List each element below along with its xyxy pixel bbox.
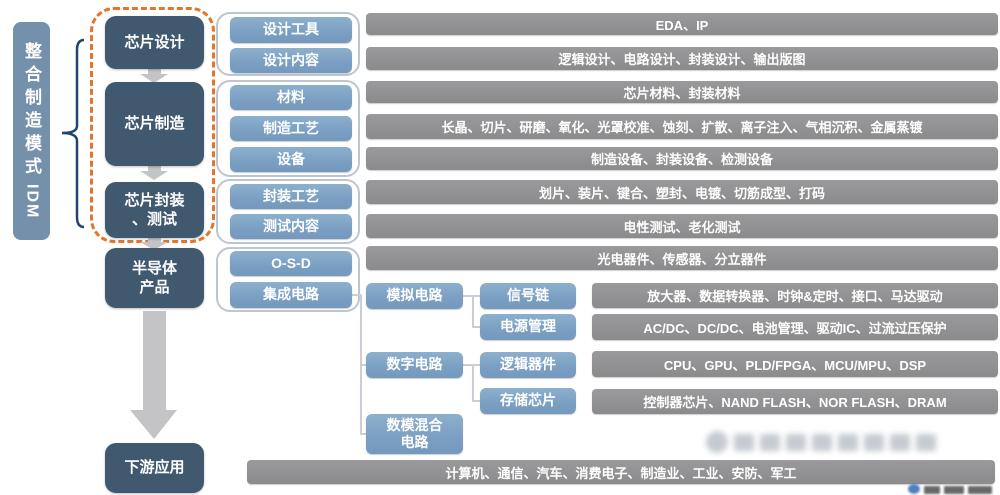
stage-label-line1: 芯片封装	[124, 191, 185, 209]
arrow-design-to-manufacture-shaft	[148, 69, 161, 75]
detail-bar-materials: 芯片材料、封装材料	[366, 81, 998, 103]
stage-box-chip-design: 芯片设计	[105, 16, 204, 69]
watermark-logo-icon	[706, 431, 728, 453]
idm-bracket	[61, 38, 85, 229]
ic-type-label-line2: 电路	[400, 434, 429, 450]
arrow-products-to-downstream-head	[130, 410, 177, 439]
watermark-glyph	[864, 433, 884, 451]
ic-subtype-box-logic-devices: 逻辑器件	[480, 352, 576, 378]
ic-type-box-digital: 数字电路	[366, 352, 463, 378]
detail-bar-downstream: 计算机、通信、汽车、消费电子、制造业、工业、安防、军工	[247, 460, 995, 484]
corner-logo-dot-icon	[908, 484, 920, 494]
stage-label-line1: 半导体	[131, 259, 177, 277]
arrow-products-to-downstream-shaft	[143, 311, 166, 412]
arrow-design-to-manufacture-head	[140, 74, 168, 83]
detail-bar-design-content: 逻辑设计、电路设计、封装设计、输出版图	[366, 47, 998, 70]
watermark-glyph	[734, 433, 754, 451]
idm-acronym: IDM	[23, 184, 41, 220]
stage-label-line2: 产品	[139, 279, 170, 296]
category-box-testing-content: 测试内容	[230, 214, 352, 239]
category-box-osd: O-S-D	[230, 251, 352, 276]
ic-type-label-line1: 数模混合	[386, 416, 443, 433]
stage-box-downstream-applications: 下游应用	[105, 443, 204, 493]
detail-bar-logic: CPU、GPU、PLD/FPGA、MCU/MPU、DSP	[592, 351, 998, 377]
detail-bar-process: 长晶、切片、研磨、氧化、光罩校准、蚀刻、扩散、离子注入、气相沉积、金属蒸镀	[366, 114, 998, 139]
stage-label: 芯片制造	[124, 115, 185, 133]
corner-logo-text-blur	[924, 486, 940, 494]
detail-bar-signal-chain: 放大器、数据转换器、时钟&定时、接口、马达驱动	[592, 283, 998, 308]
ic-subtype-box-memory-chips: 存储芯片	[480, 388, 576, 414]
ic-subtype-box-signal-chain: 信号链	[480, 283, 576, 309]
watermark-glyph	[916, 433, 936, 451]
detail-bar-memory: 控制器芯片、NAND FLASH、NOR FLASH、DRAM	[592, 389, 998, 414]
detail-bar-equipment: 制造设备、封装设备、检测设备	[366, 147, 998, 170]
watermark-glyph	[786, 433, 806, 451]
category-box-manufacture-process: 制造工艺	[230, 116, 352, 141]
category-box-design-content: 设计内容	[230, 48, 352, 73]
watermark-blurred	[706, 429, 968, 455]
arrow-manufacture-to-package-head	[140, 171, 168, 180]
connector-analog-to-subtypes	[463, 295, 480, 328]
idm-label-box: 整合制造模式 IDM	[13, 22, 50, 240]
watermark-glyph	[890, 433, 910, 451]
category-box-integrated-circuit: 集成电路	[230, 282, 352, 308]
idm-vertical-text: 整合制造模式	[22, 42, 41, 181]
stage-box-chip-package-test: 芯片封装 、测试	[105, 182, 204, 238]
detail-bar-eda-ip: EDA、IP	[366, 13, 998, 35]
stage-box-semiconductor-products: 半导体 产品	[105, 248, 204, 308]
category-box-design-tools: 设计工具	[230, 17, 352, 43]
ic-type-box-analog: 模拟电路	[366, 283, 463, 309]
detail-bar-packaging: 划片、装片、键合、塑封、电镀、切筋成型、打码	[366, 180, 998, 204]
corner-logo-text-blur	[968, 486, 992, 494]
watermark-glyph	[760, 433, 780, 451]
arrow-package-to-products-shaft	[148, 238, 161, 243]
corner-logo-text-blur	[944, 486, 964, 494]
detail-bar-testing: 电性测试、老化测试	[366, 214, 998, 238]
stage-label: 芯片设计	[124, 33, 185, 51]
category-box-materials: 材料	[230, 85, 352, 110]
stage-label-line2: 、测试	[131, 211, 177, 228]
stage-label: 下游应用	[124, 459, 185, 477]
detail-bar-power: AC/DC、DC/DC、电池管理、驱动IC、过流过压保护	[592, 314, 998, 340]
stage-box-chip-manufacture: 芯片制造	[105, 82, 204, 166]
detail-bar-osd: 光电器件、传感器、分立器件	[366, 246, 998, 270]
ic-type-box-mixed-signal: 数模混合 电路	[366, 414, 463, 454]
connector-digital-to-subtypes	[463, 364, 480, 402]
category-box-packaging-process: 封装工艺	[230, 184, 352, 209]
category-box-equipment: 设备	[230, 147, 352, 172]
corner-logo-cropped	[908, 484, 1000, 495]
watermark-glyph	[812, 433, 832, 451]
watermark-glyph	[838, 433, 858, 451]
ic-subtype-box-power-management: 电源管理	[480, 314, 576, 340]
arrow-manufacture-to-package-shaft	[148, 166, 161, 172]
arrow-package-to-products-head	[140, 242, 168, 250]
